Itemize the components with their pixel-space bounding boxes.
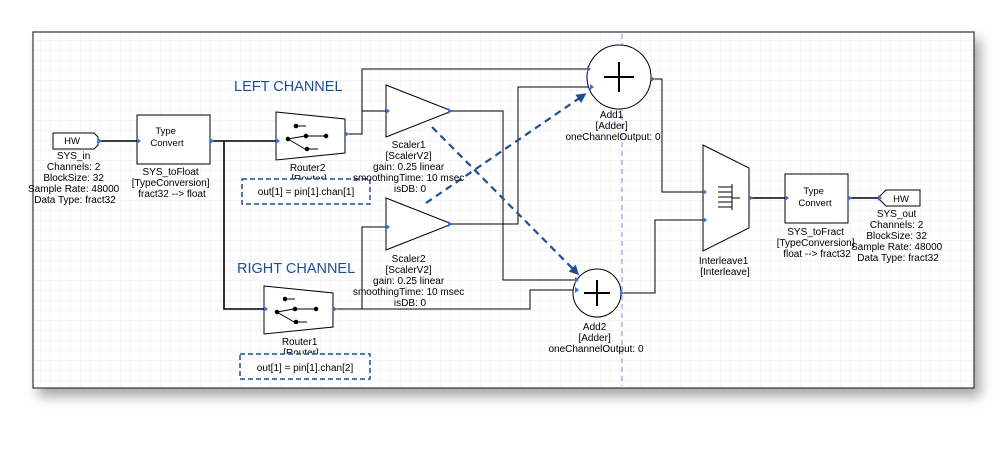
scaler1-block[interactable] [385,84,454,138]
router1-mapping: out[1] = pin[1].chan[2] [257,363,354,374]
interleave1-block[interactable] [702,144,753,252]
sys-tofract-label: SYS_toFract [TypeConversion] float --> f… [777,227,858,260]
right-channel-label: RIGHT CHANNEL [237,261,355,277]
dashed-arrow-to-add1 [425,93,587,204]
wire-add1-out [653,78,703,193]
router2-block[interactable] [275,111,349,161]
add1-block[interactable] [586,44,655,110]
router1-label: Router1 [Router] [282,337,320,359]
router1-switch-icon [274,296,319,325]
add1-label: Add1 [Adder] oneChannelOutput: 0 [565,110,661,143]
sys-tofloat-block[interactable]: Type Convert [136,114,214,165]
sys-out-block[interactable]: HW [877,189,921,207]
wire-scaler2-out [452,86,590,225]
add1-plus-icon [604,62,634,92]
add2-block[interactable] [572,268,624,318]
sys-tofloat-block-text: Type Convert [150,126,184,149]
scaler1-label: Scaler1 [ScalerV2] gain: 0.25 linear smo… [353,140,467,195]
sys-out-tag: HW [893,194,909,205]
add2-label: Add2 [Adder] oneChannelOutput: 0 [548,322,644,355]
router2-mapping: out[1] = pin[1].chan[1] [258,187,355,198]
wire-router2-out [345,68,587,135]
sys-in-block[interactable]: HW [52,132,102,150]
interleave1-label: Interleave1 [Interleave] [699,256,751,278]
sys-out-label: SYS_out Channels: 2 BlockSize: 32 Sample… [851,209,945,264]
dashed-arrow-to-add2 [431,126,580,276]
wire-tofloat-routers [210,140,276,310]
sys-tofract-block[interactable]: Type Convert [784,173,852,224]
sys-in-tag: HW [64,136,80,147]
wire-router1-out [333,226,575,310]
wire-add2-out [622,219,703,294]
router1-mapping-box[interactable]: out[1] = pin[1].chan[2] [239,353,371,380]
wire-scaler1-out [452,110,575,281]
router1-block[interactable] [263,285,337,335]
sys-in-label: SYS_in Channels: 2 BlockSize: 32 Sample … [28,151,122,206]
add2-plus-icon [584,280,610,306]
router2-switch-icon [285,123,329,152]
sys-tofract-block-text: Type Convert [798,186,832,209]
sys-tofloat-label: SYS_toFloat [TypeConversion] fract32 -->… [132,167,213,200]
router2-mapping-box[interactable]: out[1] = pin[1].chan[1] [241,178,371,205]
left-channel-label: LEFT CHANNEL [234,79,343,95]
scaler2-label: Scaler2 [ScalerV2] gain: 0.25 linear smo… [353,254,467,309]
interleave-icon [718,184,740,210]
scaler2-block[interactable] [385,197,454,251]
